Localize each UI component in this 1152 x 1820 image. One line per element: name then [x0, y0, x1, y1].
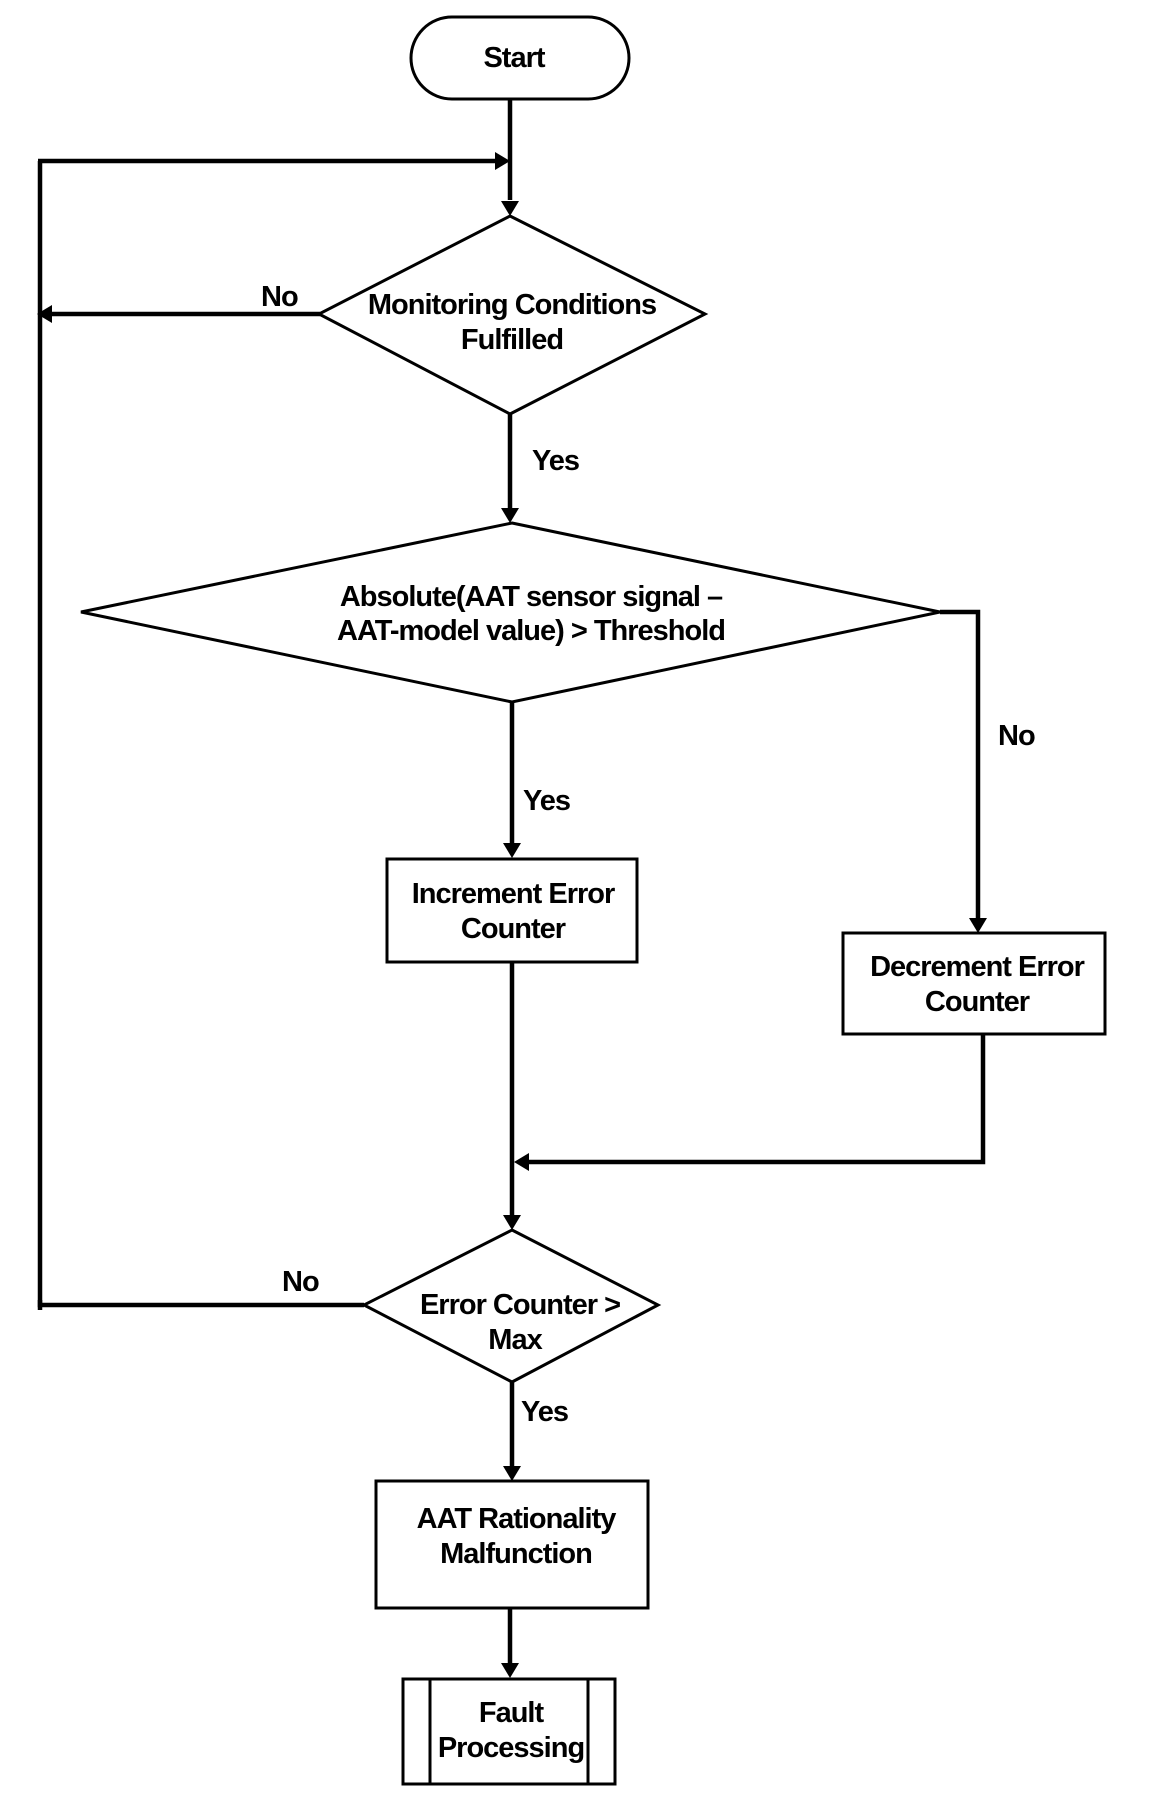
threshold-label-line2: AAT-model value) > Threshold [337, 615, 725, 647]
start-label: Start [483, 42, 545, 74]
threshold-decision [80, 521, 941, 704]
fault-predefined-process [401, 1677, 617, 1786]
threshold-yes-label: Yes [523, 785, 570, 817]
malfunction-label-line2: Malfunction [440, 1538, 592, 1570]
fault-label-line1: Fault [479, 1697, 545, 1729]
monitoring-label-line2: Fulfilled [461, 324, 563, 356]
threshold-label-line1: Absolute(AAT sensor signal – [340, 581, 723, 613]
increment-label-line2: Counter [461, 913, 566, 945]
max-check-label-line2: Max [488, 1324, 542, 1356]
arrowhead [503, 1466, 521, 1481]
decrement-label-line1: Decrement Error [870, 951, 1085, 983]
threshold-no-label: No [998, 720, 1035, 752]
edge-decrement-merge [528, 1035, 986, 1165]
arrowhead [495, 152, 510, 170]
monitoring-yes-label: Yes [532, 445, 579, 477]
malfunction-label-line1: AAT Rationality [417, 1503, 617, 1535]
increment-label-line1: Increment Error [412, 878, 615, 910]
decrement-label-line2: Counter [925, 986, 1030, 1018]
edge-max-no [37, 1300, 364, 1308]
increment-process [385, 857, 639, 964]
malfunction-process [374, 1479, 650, 1610]
monitoring-label-line1: Monitoring Conditions [368, 289, 656, 321]
fault-label-line2: Processing [438, 1732, 584, 1764]
decrement-process [841, 931, 1107, 1036]
arrowhead [501, 508, 519, 523]
arrowhead [503, 1215, 521, 1230]
arrowhead [501, 201, 519, 216]
arrowhead [514, 1153, 529, 1171]
edge-threshold-no [940, 609, 981, 918]
monitoring-decision [315, 214, 709, 416]
monitoring-no-label: No [261, 281, 298, 313]
start-terminator [409, 15, 631, 101]
max-check-decision [360, 1228, 662, 1384]
max-check-label-line1: Error Counter > [420, 1289, 620, 1321]
arrowhead [37, 305, 52, 323]
arrowhead [501, 1663, 519, 1678]
max-yes-label: Yes [521, 1396, 568, 1428]
arrowhead [969, 918, 987, 933]
arrowhead [503, 843, 521, 858]
max-no-label: No [282, 1266, 319, 1298]
